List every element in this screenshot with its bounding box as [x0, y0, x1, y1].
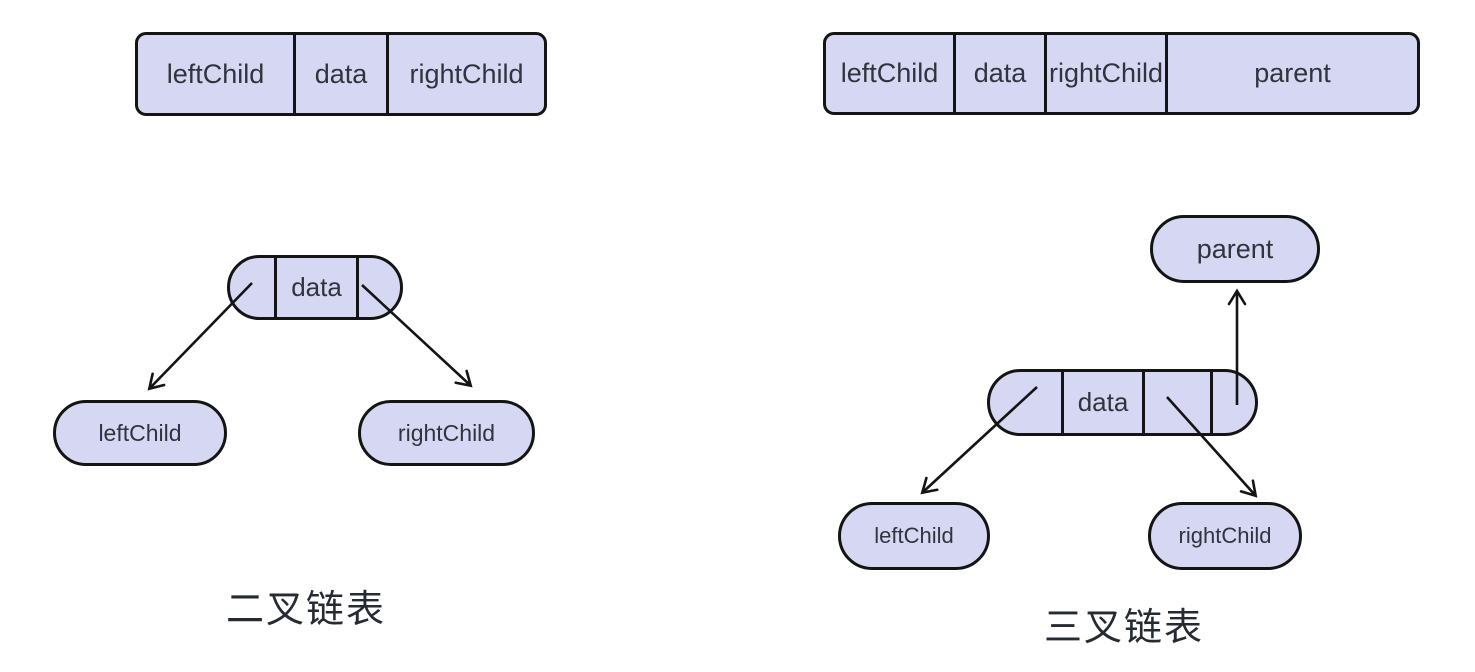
binary-list-caption: 二叉链表	[225, 589, 387, 631]
binary-node-struct: leftChild data rightChild	[135, 32, 547, 116]
left-pointer-cell	[230, 258, 274, 317]
binary-root-node: data	[227, 255, 403, 320]
struct-cell-parent: parent	[1165, 35, 1417, 112]
triple-list-caption: 三叉链表	[1043, 607, 1205, 649]
left-pointer-cell	[990, 372, 1061, 433]
struct-cell-data: data	[953, 35, 1044, 112]
root-data-cell: data	[1061, 372, 1142, 433]
struct-cell-leftchild: leftChild	[840, 58, 939, 88]
binary-rightchild-node: rightChild	[358, 400, 535, 466]
struct-cell-rightchild: rightChild	[386, 35, 544, 113]
struct-cell-leftchild: leftChild	[166, 58, 265, 89]
triple-parent-node: parent	[1150, 215, 1320, 283]
triple-rightchild-node: rightChild	[1148, 502, 1302, 570]
struct-cell-data: data	[293, 35, 386, 113]
triple-root-node: data	[987, 369, 1258, 436]
struct-cell-rightchild: rightChild	[1044, 35, 1165, 112]
right-pointer-cell	[1142, 372, 1210, 433]
binary-leftchild-node: leftChild	[53, 400, 227, 466]
triple-leftchild-node: leftChild	[838, 502, 990, 570]
triple-node-struct: leftChild data rightChild parent	[823, 32, 1420, 115]
parent-pointer-cell	[1210, 372, 1255, 433]
root-data-cell: data	[274, 258, 356, 317]
right-pointer-cell	[356, 258, 400, 317]
